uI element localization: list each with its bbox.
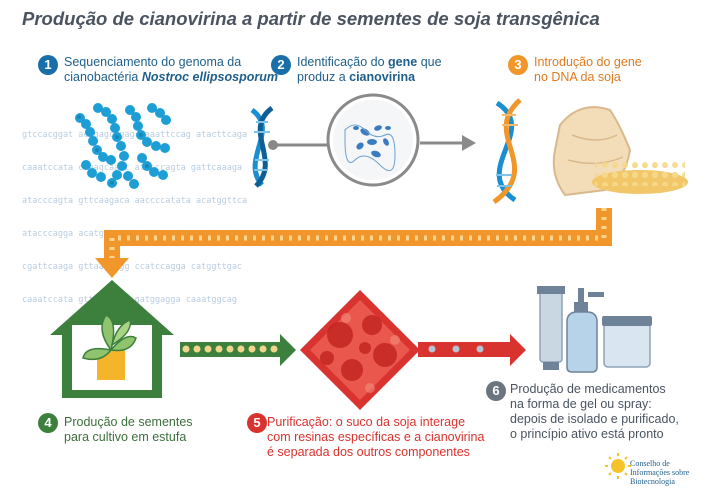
step-2-line-1-pre: Identificação do <box>297 55 389 69</box>
step-3-text: Introdução do gene no DNA da soja <box>534 55 642 85</box>
logo-line-2: Informações sobre <box>630 468 690 477</box>
logo-line-3: Biotecnologia <box>630 477 675 486</box>
step-5-badge: 5 <box>247 413 267 433</box>
cyanobacteria-icon <box>75 103 171 189</box>
page-title: Produção de cianovirina a partir de seme… <box>22 8 600 29</box>
step-1-line-2: cianobactéria Nostroc ellipsosporum <box>64 70 278 85</box>
purification-resin-icon <box>300 290 420 410</box>
step-5-line-2: com resinas específicas e a cianovirina <box>267 430 485 444</box>
step-4-line-2: para cultivo em estufa <box>64 430 187 444</box>
step-4-text: Produção de sementes para cultivo em est… <box>64 415 193 445</box>
arrow-to-gene-icon <box>268 140 330 150</box>
orange-flow-arrow-icon <box>95 208 612 278</box>
step-5-line-3: é separada dos outros componentes <box>267 445 470 459</box>
step-3-badge: 3 <box>508 55 528 75</box>
step-4-line-1: Produção de sementes <box>64 415 193 429</box>
step-6-line-1: Produção de medicamentos <box>510 382 666 396</box>
step-2-line-1: Identificação do gene que <box>297 55 442 70</box>
greenhouse-icon <box>50 280 174 398</box>
step-6-line-4: o princípio ativo está pronto <box>510 427 664 441</box>
dna-code-line: caaatccata caaagcaatt atacccagta gattcaa… <box>22 163 243 173</box>
step-6-line-3: depois de isolado e purificado, <box>510 412 679 426</box>
step-2-line-2: produz a cianovirina <box>297 70 442 85</box>
modified-dna-icon <box>492 98 522 205</box>
purified-flow-arrow-icon <box>418 334 526 366</box>
step-1-line-2-prefix: cianobactéria <box>64 70 142 84</box>
arrow-to-insertion-icon <box>420 135 476 151</box>
step-2-badge: 2 <box>271 55 291 75</box>
step-2-cianovirina-word: cianovirina <box>349 70 416 84</box>
soy-sack-icon <box>552 106 688 197</box>
step-3-line-1: Introdução do gene <box>534 55 642 69</box>
step-1-text: Sequenciamento do genoma da cianobactéri… <box>64 55 278 85</box>
step-5-line-1: Purificação: o suco da soja interage <box>267 415 466 429</box>
medicine-products-icon <box>537 286 652 373</box>
step-1-badge: 1 <box>38 55 58 75</box>
cib-logo-icon <box>605 453 631 479</box>
step-3-line-2: no DNA da soja <box>534 70 621 84</box>
dna-code-line: atacccagta gttcaagaca aaccccatata acatgg… <box>22 196 248 206</box>
cib-logo-text: Conselho de Informações sobre Biotecnolo… <box>630 459 689 486</box>
step-1-organism-name: Nostroc ellipsosporum <box>141 70 278 84</box>
step-2-gene-word: gene <box>388 55 418 69</box>
step-2-line-1-post: que <box>417 55 442 69</box>
dna-helix-icon <box>250 105 274 188</box>
gene-circle-icon <box>326 93 420 187</box>
step-6-line-2: na forma de gel ou spray: <box>510 397 652 411</box>
step-6-badge: 6 <box>486 381 506 401</box>
dna-code-line: gtccacggat acagagcagag caaattccag atactt… <box>22 130 248 140</box>
seed-flow-arrow-icon <box>180 334 296 366</box>
step-2-text: Identificação do gene que produz a ciano… <box>297 55 442 85</box>
step-4-badge: 4 <box>38 413 58 433</box>
logo-line-1: Conselho de <box>630 459 670 468</box>
step-5-text: Purificação: o suco da soja interage com… <box>267 415 484 460</box>
step-2-line-2-pre: produz a <box>297 70 350 84</box>
step-6-text: Produção de medicamentos na forma de gel… <box>510 382 679 442</box>
step-1-line-1: Sequenciamento do genoma da <box>64 55 242 69</box>
